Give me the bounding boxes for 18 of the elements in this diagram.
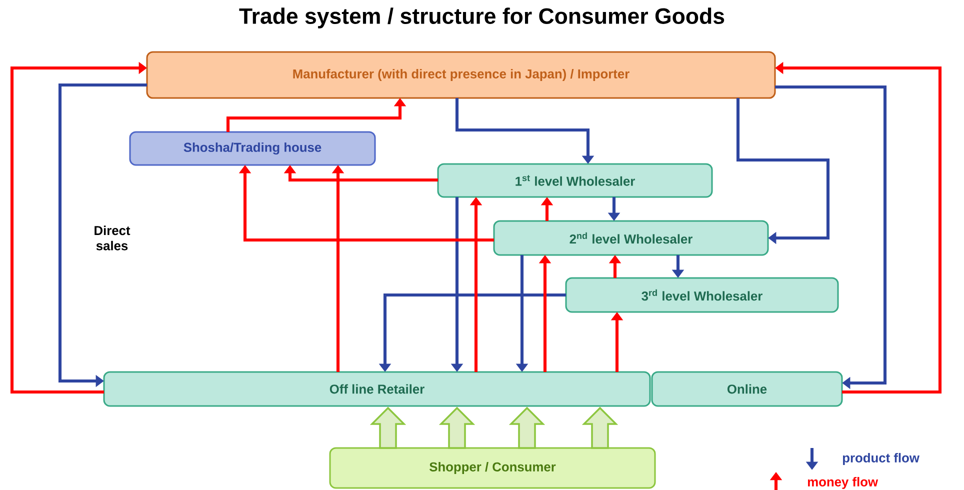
title: Trade system / structure for Consumer Goods — [239, 8, 724, 28]
wholesaler-box: 1$^{st}$ level Wholesaler — [437, 163, 713, 198]
block-arrow — [508, 406, 546, 449]
wholesaler-box: 2$^{nd}$ level Wholesaler — [493, 220, 769, 256]
trading-house-box: Shosha/Trading house — [129, 131, 376, 166]
block-arrow — [582, 406, 618, 449]
arrow — [775, 85, 887, 390]
online-box: Online — [651, 371, 843, 407]
legend-label: money flow — [808, 476, 878, 489]
block-arrow — [438, 406, 476, 449]
consumer-box: Shopper / Consumer — [329, 447, 656, 489]
block-arrow — [370, 406, 406, 449]
wholesaler-box: 3$^{rd}$ level Wholesaler — [565, 277, 839, 313]
note: Direct sales — [94, 226, 130, 250]
manufacturer-box: Manufacturer (with direct presence in Japan) / Importer — [146, 51, 776, 99]
arrow — [736, 98, 830, 244]
legend-label: product flow — [842, 452, 920, 465]
retailer-box: Off line Retailer — [103, 371, 651, 407]
